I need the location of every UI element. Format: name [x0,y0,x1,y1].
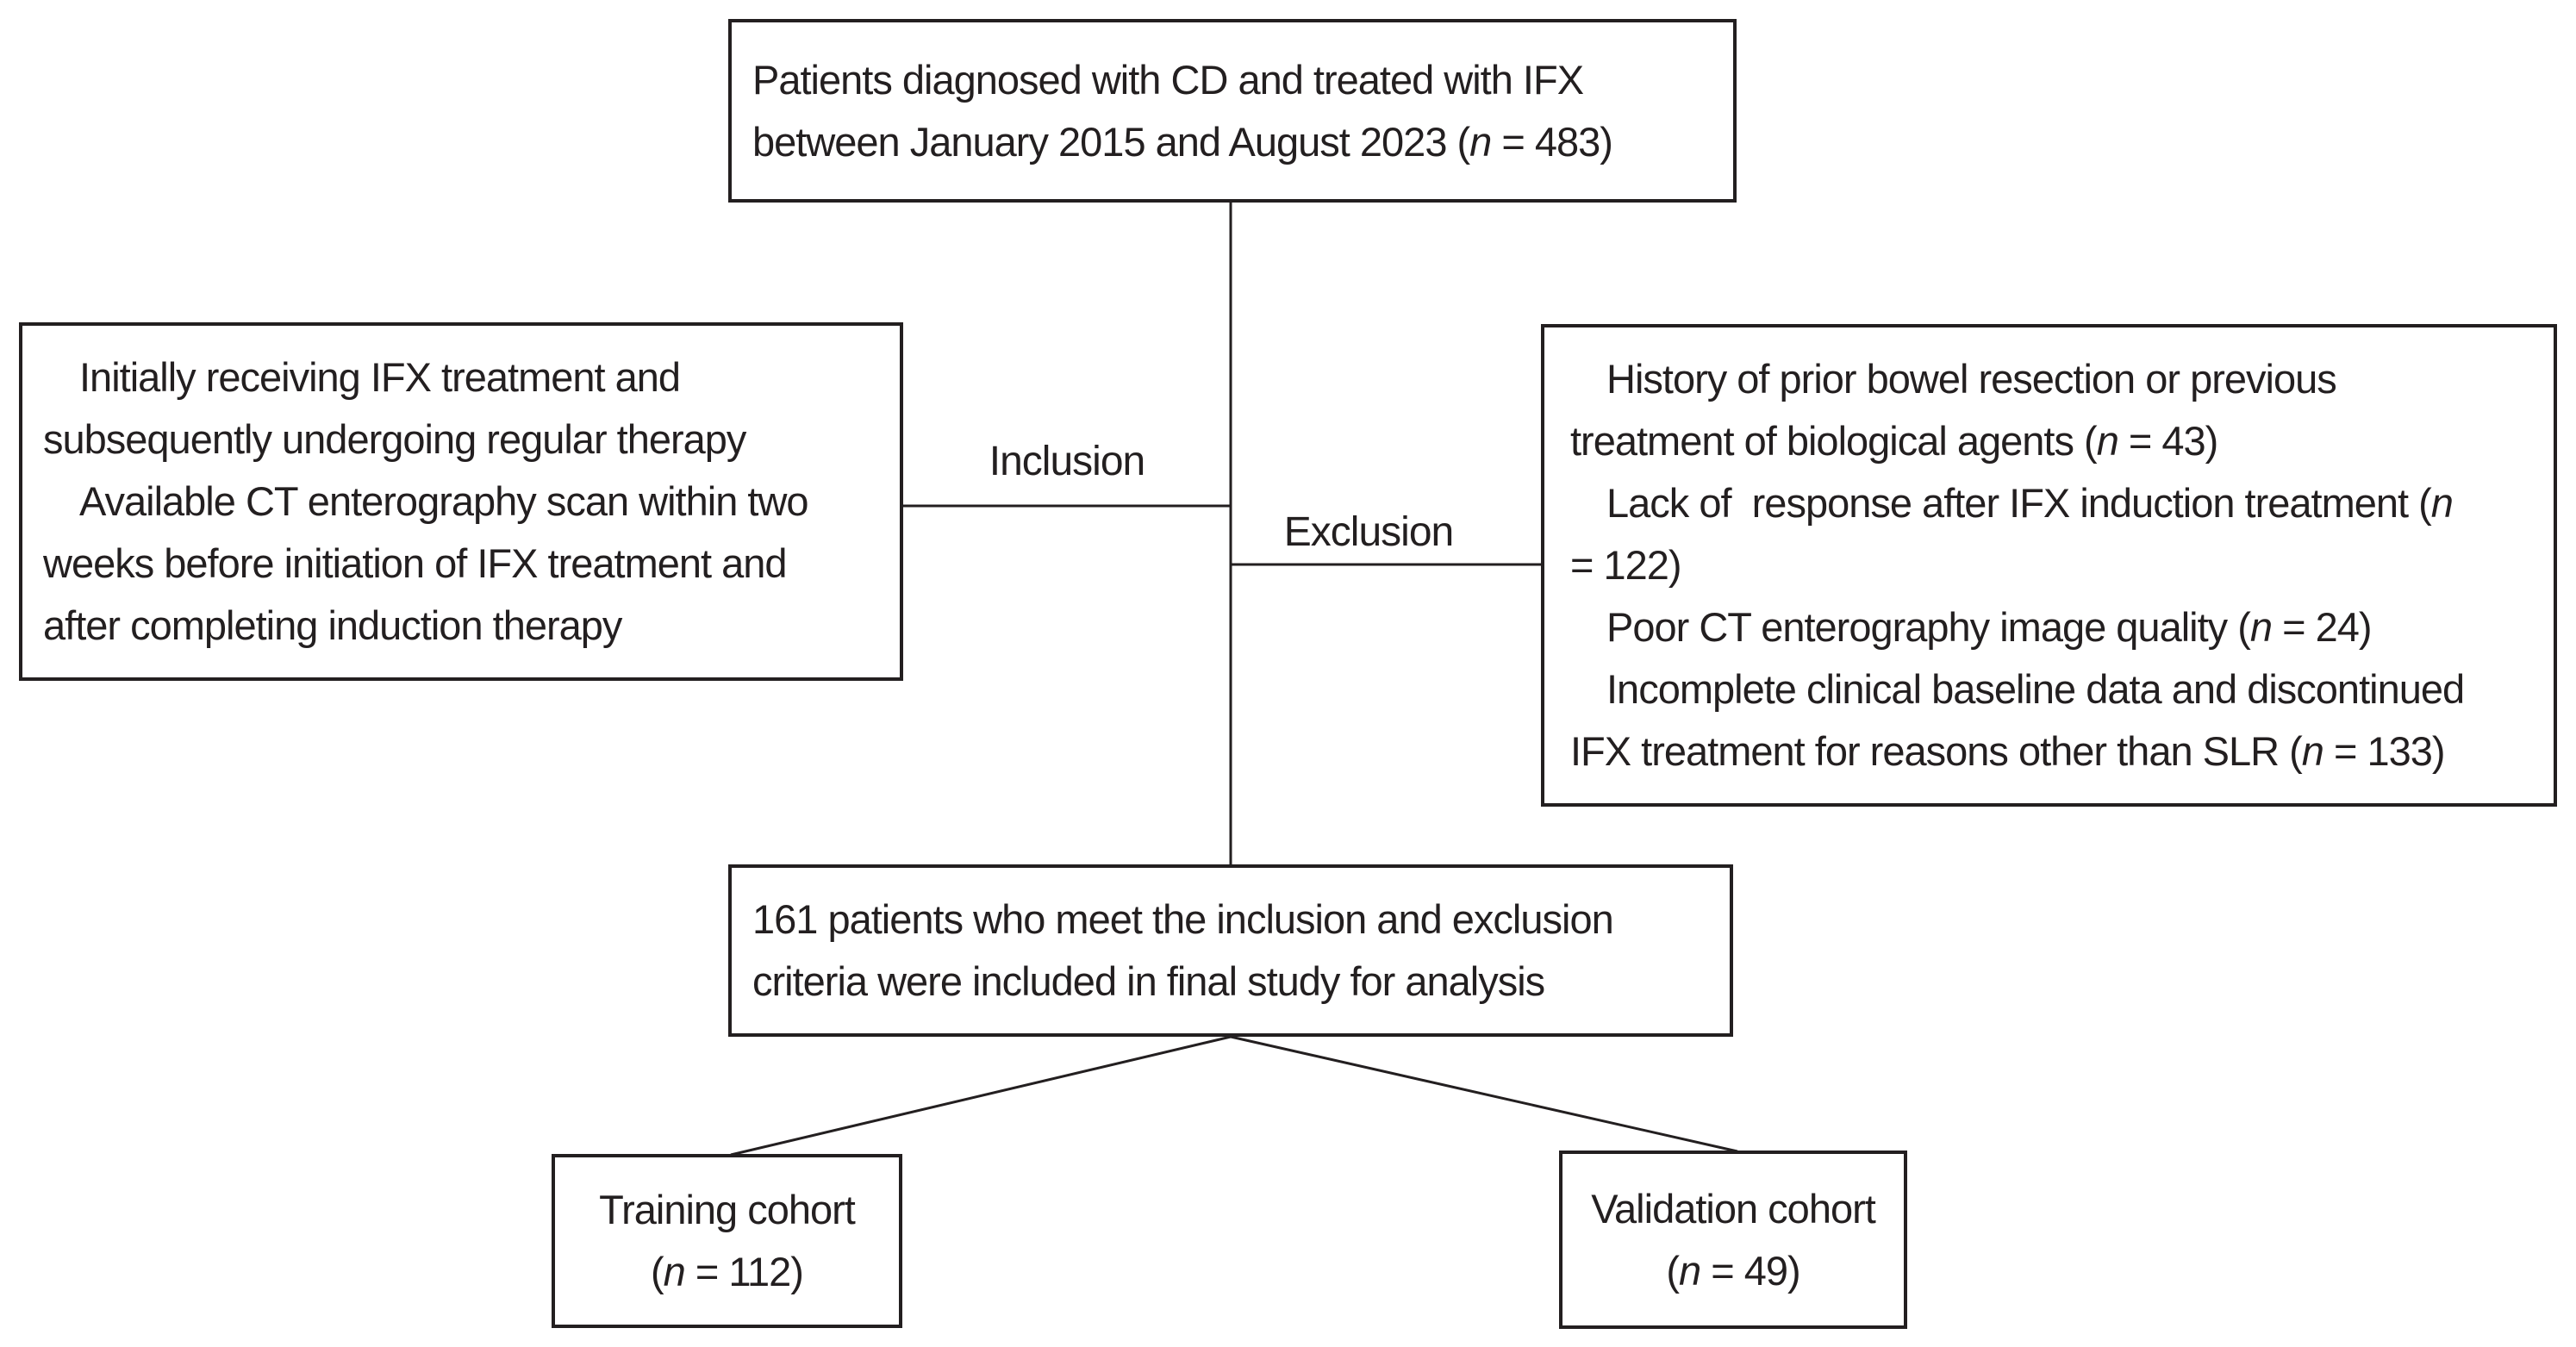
text-segment: after completing induction therapy [43,602,622,648]
text-segment: History of prior bowel resection or prev… [1606,356,2337,402]
text-line: (n = 112) [555,1241,899,1303]
text-line: criteria were included in final study fo… [752,951,1730,1013]
text-segment: = 49) [1700,1247,1800,1294]
text-line: Validation cohort [1562,1178,1904,1240]
text-segment: = 483) [1491,118,1613,165]
text-segment: Incomplete clinical baseline data and di… [1606,666,2465,712]
text-segment: Lack of response after IFX induction tre… [1606,480,2432,526]
box-validation-cohort: Validation cohort (n = 49) [1559,1151,1907,1329]
box-final-cohort: 161 patients who meet the inclusion and … [728,864,1733,1037]
text-line: after completing induction therapy [43,595,891,657]
text-line: Lack of response after IFX induction tre… [1570,472,2545,534]
text-segment: Initially receiving IFX treatment and [79,354,681,400]
text-line: Incomplete clinical baseline data and di… [1570,658,2545,720]
text-segment: between January 2015 and August 2023 ( [752,118,1470,165]
text-segment: ( [1666,1247,1680,1294]
text-line: = 122) [1570,534,2545,596]
text-segment: criteria were included in final study fo… [752,958,1545,1004]
text-line: 161 patients who meet the inclusion and … [752,889,1730,951]
text-line: (n = 49) [1562,1240,1904,1302]
text-line: Patients diagnosed with CD and treated w… [752,49,1733,111]
text-segment: = 24) [2272,604,2372,650]
text-segment: treatment of biological agents ( [1570,418,2098,464]
n-variable: n [663,1249,686,1294]
text-segment: Patients diagnosed with CD and treated w… [752,56,1584,103]
text-segment: = 122) [1570,542,1682,588]
n-variable: n [2301,728,2324,774]
box-initial-patients: Patients diagnosed with CD and treated w… [728,19,1737,203]
text-segment: IFX treatment for reasons other than SLR… [1570,728,2303,774]
text-segment: = 133) [2323,728,2446,774]
text-line: History of prior bowel resection or prev… [1570,348,2545,410]
connector-final-to-validation [1230,1035,1738,1153]
text-segment: = 43) [2118,418,2218,464]
text-line: Available CT enterography scan within tw… [43,471,891,533]
text-segment: ( [651,1249,664,1294]
text-line: Training cohort [555,1179,899,1241]
text-segment: Validation cohort [1591,1185,1876,1232]
text-segment: Poor CT enterography image quality ( [1606,604,2251,650]
text-line: subsequently undergoing regular therapy [43,408,891,471]
text-segment: subsequently undergoing regular therapy [43,416,746,462]
n-variable: n [2249,604,2273,650]
box-exclusion-criteria: History of prior bowel resection or prev… [1541,324,2557,807]
text-segment: weeks before initiation of IFX treatment… [43,540,788,586]
text-line: between January 2015 and August 2023 (n … [752,111,1733,173]
text-line: Poor CT enterography image quality (n = … [1570,596,2545,658]
label-inclusion: Inclusion [989,439,1145,484]
connector-final-to-training [730,1035,1232,1157]
n-variable: n [1469,118,1492,165]
text-line: weeks before initiation of IFX treatment… [43,533,891,595]
label-exclusion: Exclusion [1283,509,1454,555]
box-training-cohort: Training cohort (n = 112) [552,1154,902,1328]
n-variable: n [2430,480,2454,526]
text-line: treatment of biological agents (n = 43) [1570,410,2545,472]
text-segment: = 112) [684,1249,804,1294]
n-variable: n [2096,418,2119,464]
text-segment: Training cohort [599,1187,856,1232]
box-inclusion-criteria: Initially receiving IFX treatment and su… [19,322,903,681]
text-segment: 161 patients who meet the inclusion and … [752,896,1614,942]
text-segment: Available CT enterography scan within tw… [79,478,809,524]
text-line: Initially receiving IFX treatment and [43,346,891,408]
n-variable: n [1679,1247,1701,1294]
text-line: IFX treatment for reasons other than SLR… [1570,720,2545,783]
